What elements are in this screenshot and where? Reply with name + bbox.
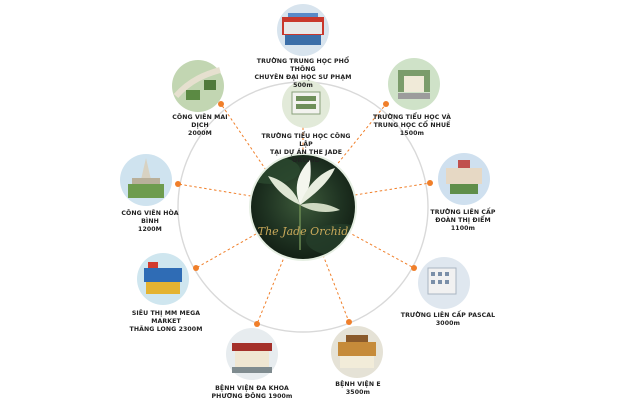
label-mm-mega-market: SIÊU THỊ MM MEGA MARKET THĂNG LONG 2300M — [129, 310, 203, 333]
school-campus-photo — [438, 153, 490, 205]
supermarket-photo — [137, 253, 189, 305]
ring-dot — [193, 265, 199, 271]
park-aerial-photo — [172, 60, 224, 112]
ring-dot — [427, 180, 433, 186]
ring-dot — [218, 101, 224, 107]
label-tieu-hoc-co-nhue: TRƯỜNG TIỂU HỌC VÀ TRUNG HỌC CỔ NHUẾ 150… — [373, 114, 451, 137]
connector-mm-mega-market — [195, 233, 257, 269]
park-monument-photo — [120, 154, 172, 206]
ring-dots — [175, 101, 433, 327]
connector-phuong-dong — [256, 254, 286, 325]
ring-dot — [175, 181, 181, 187]
center-brand-text: The Jade Orchid — [258, 225, 349, 238]
ring-dot — [411, 265, 417, 271]
connector-pascal — [347, 231, 415, 269]
ring-dot — [383, 101, 389, 107]
connector-benh-vien-e — [322, 254, 350, 323]
hospital-gate-photo — [226, 328, 278, 380]
school-building-photo — [277, 4, 329, 56]
connector-hoa-binh — [177, 183, 252, 197]
label-chuyen-dh-su-pham: TRƯỜNG TRUNG HỌC PHỔ THÔNG CHUYÊN ĐẠI HỌ… — [254, 58, 352, 89]
label-tieu-hoc-cong-lap: TRƯỜNG TIỂU HỌC CÔNG LẬP TẠI DỰ ÁN THE J… — [261, 133, 351, 164]
hospital-photo — [331, 326, 383, 378]
school-gate-photo — [388, 58, 440, 110]
ring-dot — [346, 319, 352, 325]
thumbnails — [120, 4, 490, 380]
inner-school-photo — [282, 80, 330, 128]
label-phuong-dong: BỆNH VIỆN ĐA KHOA PHƯƠNG ĐÔNG 1900m — [211, 385, 293, 400]
connector-tieu-hoc-co-nhue — [334, 103, 387, 168]
label-hoa-binh: CÔNG VIÊN HÒA BÌNH 1200M — [121, 210, 179, 233]
label-doan-thi-diem: TRƯỜNG LIÊN CẤP ĐOÀN THỊ ĐIỂM 1100m — [430, 209, 496, 232]
label-pascal: TRƯỜNG LIÊN CẤP PASCAL 3000m — [400, 312, 496, 327]
school-tower-photo — [418, 257, 470, 309]
label-benh-vien-e: BỆNH VIỆN E 3500m — [335, 381, 381, 396]
connector-mai-dich — [220, 103, 267, 171]
label-mai-dich: CÔNG VIÊN MAI DỊCH 2000M — [172, 114, 228, 137]
ring-dot — [254, 321, 260, 327]
connector-doan-thi-diem — [354, 182, 431, 196]
center-hub: The Jade Orchid — [249, 153, 357, 261]
